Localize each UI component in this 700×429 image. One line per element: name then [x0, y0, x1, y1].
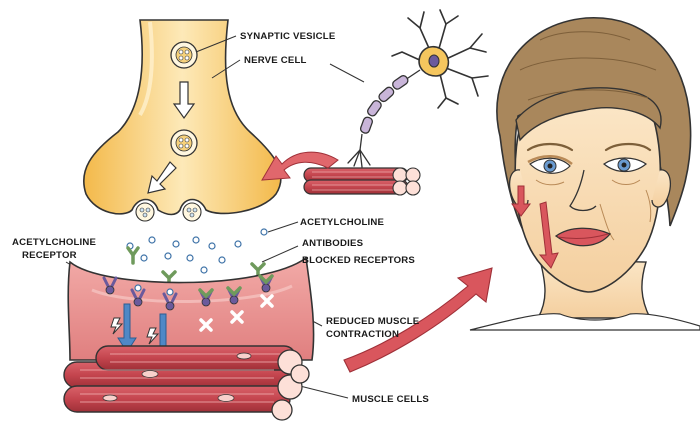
cross-mark-icon — [230, 310, 244, 324]
muscle-cells-bundle — [63, 345, 310, 421]
drooping-arrow-left — [511, 185, 531, 217]
label-blocked-receptors: BLOCKED RECEPTORS — [302, 255, 415, 266]
label-acetylcholine-receptor-line2: RECEPTOR — [22, 250, 77, 261]
label-acetylcholine: ACETYLCHOLINE — [300, 217, 385, 228]
signal-arrow-1 — [117, 303, 137, 353]
vesicle-arrow-diagonal — [147, 161, 177, 194]
synaptic-vesicle-middle — [170, 129, 198, 157]
label-synaptic-vesicle: SYNAPTIC VESICLE — [240, 31, 336, 42]
muscle-end-plate — [67, 256, 315, 361]
cross-mark-icon — [260, 294, 274, 308]
label-nerve-cell: NERVE CELL — [244, 55, 307, 66]
synaptic-vesicle-top — [170, 41, 198, 69]
small-muscle-bundle — [303, 167, 421, 196]
acetylcholine-receptor-3 — [162, 288, 178, 311]
label-reduced-muscle-line2: CONTRACTION — [326, 329, 399, 340]
blocked-receptor-3 — [258, 274, 274, 293]
synaptic-vesicle-release-right — [182, 202, 202, 222]
nerve-curved-arrow — [261, 151, 339, 181]
acetylcholine-receptor-2 — [130, 284, 146, 307]
label-antibodies: ANTIBODIES — [302, 238, 364, 249]
patient-face — [469, 17, 700, 331]
label-muscle-cells: MUSCLE CELLS — [352, 394, 429, 405]
lightning-bolt-icon — [110, 317, 124, 335]
label-acetylcholine-receptor-line1: ACETYLCHOLINE — [12, 237, 97, 248]
nerve-terminal — [83, 19, 282, 216]
vesicle-arrow-down — [172, 81, 196, 120]
blocked-receptor-2 — [226, 286, 242, 305]
acetylcholine-receptor-1 — [102, 276, 118, 295]
big-curved-arrow — [343, 267, 493, 373]
blocked-receptor-1 — [198, 288, 214, 307]
acetylcholine-molecules — [126, 228, 268, 274]
label-reduced-muscle-line1: REDUCED MUSCLE — [326, 316, 420, 327]
neuron-cell — [347, 9, 489, 168]
drooping-arrow-right — [538, 201, 559, 269]
cross-mark-icon — [199, 318, 213, 332]
lightning-bolt-icon — [146, 327, 160, 345]
synaptic-vesicle-release-left — [135, 202, 155, 222]
antibody-free-1 — [126, 246, 140, 265]
